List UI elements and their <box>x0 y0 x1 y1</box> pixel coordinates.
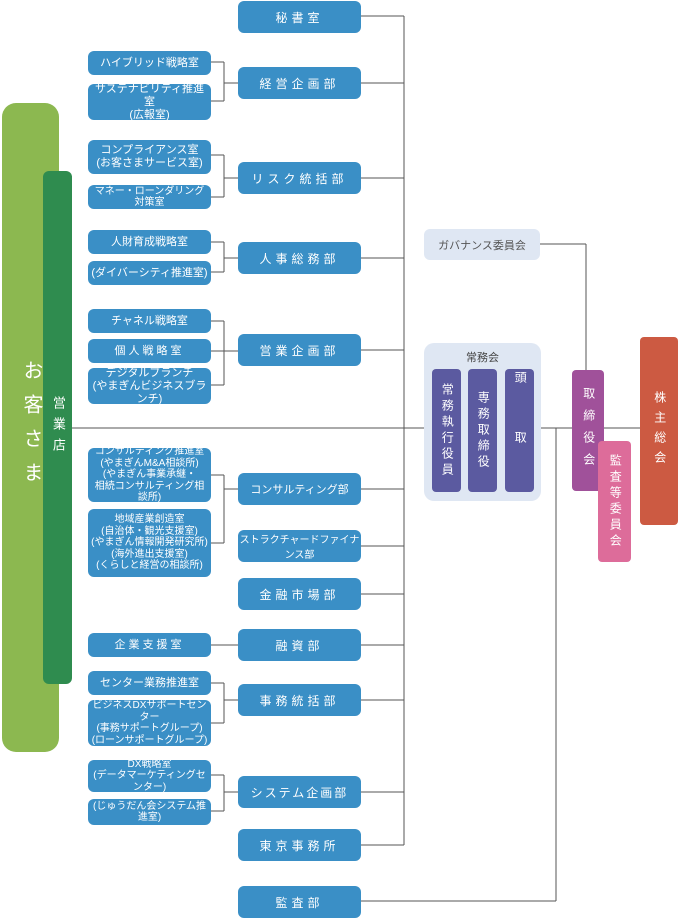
dept-planning-label: 経営企画部 <box>259 76 340 91</box>
dept-sales-planning: 営業企画部 <box>238 334 361 366</box>
member-president: 頭取 <box>505 369 534 492</box>
section-consulting-promo: コンサルティング推進室 (やまぎんM&A相談所) (やまぎん事業承継・ 相続コン… <box>88 446 211 504</box>
audit-committee-label: 監査等委員会 <box>608 453 623 550</box>
dept-lending: 融資部 <box>238 629 361 661</box>
board-of-directors-label: 取締役会 <box>581 386 596 475</box>
section-diversity: (ダイバーシティ推進室) <box>88 261 211 285</box>
dept-systems: システム企画部 <box>238 776 361 808</box>
member-executive-officer: 常務執行役員 <box>432 369 461 492</box>
dept-markets-label: 金融市場部 <box>259 587 340 602</box>
section-digital-branch-label: デジタルブランチ (やまぎんビジネスブランチ) <box>92 366 207 405</box>
dept-tokyo-label: 東京事務所 <box>259 838 340 853</box>
section-sustainability-label: サステナビリティ推進室 (広報室) <box>94 82 205 121</box>
branch-label: 営業店 <box>50 396 66 459</box>
dept-operations: 事務統括部 <box>238 684 361 716</box>
member-executive-officer-label: 常務執行役員 <box>440 382 455 479</box>
section-regional: 地域産業創造室 (自治体・観光支援室) (やまぎん情報開発研究所) (海外進出支… <box>88 509 211 577</box>
dept-risk: リスク統括部 <box>238 162 361 194</box>
shareholders-meeting: 株主総会 <box>640 337 678 525</box>
dept-hr-label: 人事総務部 <box>259 251 340 266</box>
branch-block: 営業店 <box>43 171 72 684</box>
dept-planning: 経営企画部 <box>238 67 361 99</box>
section-sustainability: サステナビリティ推進室 (広報室) <box>88 82 211 121</box>
shareholders-meeting-label: 株主総会 <box>652 391 667 471</box>
dept-sales-planning-label: 営業企画部 <box>259 343 340 358</box>
dept-operations-label: 事務統括部 <box>259 693 340 708</box>
section-hybrid-label: ハイブリッド戦略室 <box>100 56 199 69</box>
section-enterprise-support-label: 企業支援室 <box>114 638 185 651</box>
dept-audit-label: 監査部 <box>275 895 324 910</box>
dept-markets: 金融市場部 <box>238 578 361 610</box>
section-talent: 人財育成戦略室 <box>88 230 211 254</box>
managing-committee-title: 常務会 <box>466 352 499 364</box>
section-channel: チャネル戦略室 <box>88 309 211 333</box>
dept-consulting: コンサルティング部 <box>238 473 361 505</box>
section-jyuudan-label: (じゅうだん会システム推進室) <box>92 800 207 824</box>
section-center-ops-label: センター業務推進室 <box>100 676 199 689</box>
member-senior-director-label: 専務取締役 <box>476 390 491 471</box>
section-regional-label: 地域産業創造室 (自治体・観光支援室) (やまぎん情報開発研究所) (海外進出支… <box>91 514 208 572</box>
dept-tokyo: 東京事務所 <box>238 829 361 861</box>
section-aml: マネー・ローンダリング対策室 <box>88 185 211 209</box>
section-channel-label: チャネル戦略室 <box>111 314 188 327</box>
section-personal-label: 個人戦略室 <box>114 344 185 357</box>
section-compliance: コンプライアンス室 (お客さまサービス室) <box>88 140 211 174</box>
section-business-dx-label: ビジネスDXサポートセンター (事務サポートグループ) (ローンサポートグループ… <box>91 700 208 746</box>
dept-structured-finance-label: ストラクチャードファイナンス部 <box>239 535 360 561</box>
section-dx-strategy: DX戦略室 (データマーケティングセンター) <box>88 758 211 793</box>
governance-committee: ガバナンス委員会 <box>424 229 540 260</box>
dept-secretary-label: 秘書室 <box>275 10 324 25</box>
dept-risk-label: リスク統括部 <box>251 171 348 186</box>
section-jyuudan: (じゅうだん会システム推進室) <box>88 799 211 825</box>
section-consulting-promo-label: コンサルティング推進室 (やまぎんM&A相談所) (やまぎん事業承継・ 相続コン… <box>94 446 205 504</box>
section-talent-label: 人財育成戦略室 <box>111 235 188 248</box>
dept-secretary: 秘書室 <box>238 1 361 33</box>
section-compliance-label: コンプライアンス室 (お客さまサービス室) <box>96 144 203 169</box>
section-enterprise-support: 企業支援室 <box>88 633 211 657</box>
governance-committee-label: ガバナンス委員会 <box>438 239 526 252</box>
audit-committee: 監査等委員会 <box>598 441 631 562</box>
section-center-ops: センター業務推進室 <box>88 671 211 695</box>
section-business-dx: ビジネスDXサポートセンター (事務サポートグループ) (ローンサポートグループ… <box>88 700 211 746</box>
member-president-label: 頭取 <box>513 370 528 491</box>
dept-hr: 人事総務部 <box>238 242 361 274</box>
dept-systems-label: システム企画部 <box>250 785 349 800</box>
section-personal: 個人戦略室 <box>88 339 211 363</box>
section-aml-label: マネー・ローンダリング対策室 <box>94 185 205 209</box>
member-senior-director: 専務取締役 <box>468 369 497 492</box>
customers-label: お客さま <box>20 359 42 496</box>
section-digital-branch: デジタルブランチ (やまぎんビジネスブランチ) <box>88 366 211 405</box>
section-hybrid: ハイブリッド戦略室 <box>88 51 211 75</box>
dept-structured-finance: ストラクチャードファイナンス部 <box>238 530 361 562</box>
section-diversity-label: (ダイバーシティ推進室) <box>91 266 208 279</box>
dept-lending-label: 融資部 <box>275 638 324 653</box>
dept-consulting-label: コンサルティング部 <box>250 484 349 496</box>
dept-audit: 監査部 <box>238 886 361 918</box>
section-dx-strategy-label: DX戦略室 (データマーケティングセンター) <box>93 758 206 793</box>
